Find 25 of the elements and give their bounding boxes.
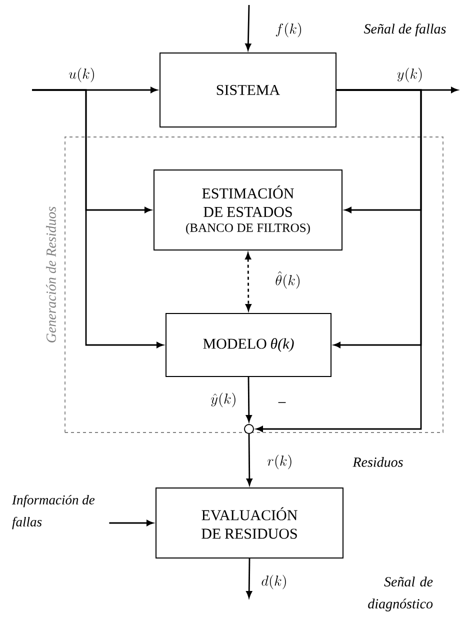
signal-note: Señal de diagnóstico <box>368 576 433 612</box>
process-box: EVALUACIÓN DE RESIDUOS <box>156 488 344 558</box>
signal-note: Señal de fallas <box>364 24 446 36</box>
arrow <box>245 252 252 311</box>
edge-label: $f(k)$ <box>276 22 302 38</box>
edge-label: $\hat{\theta}(k)$ <box>276 271 300 289</box>
edge-label: $r(k)$ <box>268 454 292 470</box>
minus-sign: − <box>278 402 286 403</box>
arrow <box>109 520 154 526</box>
process-box: ESTIMACIÓN DE ESTADOS (BANCO DE FILTROS) <box>154 170 342 250</box>
arrow <box>246 377 252 422</box>
input-text: Información de fallas <box>12 494 95 530</box>
edge-label: $d(k)$ <box>262 574 286 590</box>
edge-label: $y(k)$ <box>397 68 422 82</box>
arrow <box>246 434 252 486</box>
arrow <box>245 4 252 50</box>
node-label: Generación de Residuos <box>46 206 56 342</box>
arrow <box>256 89 422 432</box>
arrow <box>32 89 164 348</box>
signal-note: Residuos <box>352 457 403 467</box>
edge-label: $\hat{y}(k)$ <box>211 392 236 408</box>
process-box: MODELO θ(k) <box>166 313 332 377</box>
process-box: SISTEMA <box>160 52 336 128</box>
edge-label: $u(k)$ <box>69 68 94 82</box>
arrow <box>246 558 252 598</box>
